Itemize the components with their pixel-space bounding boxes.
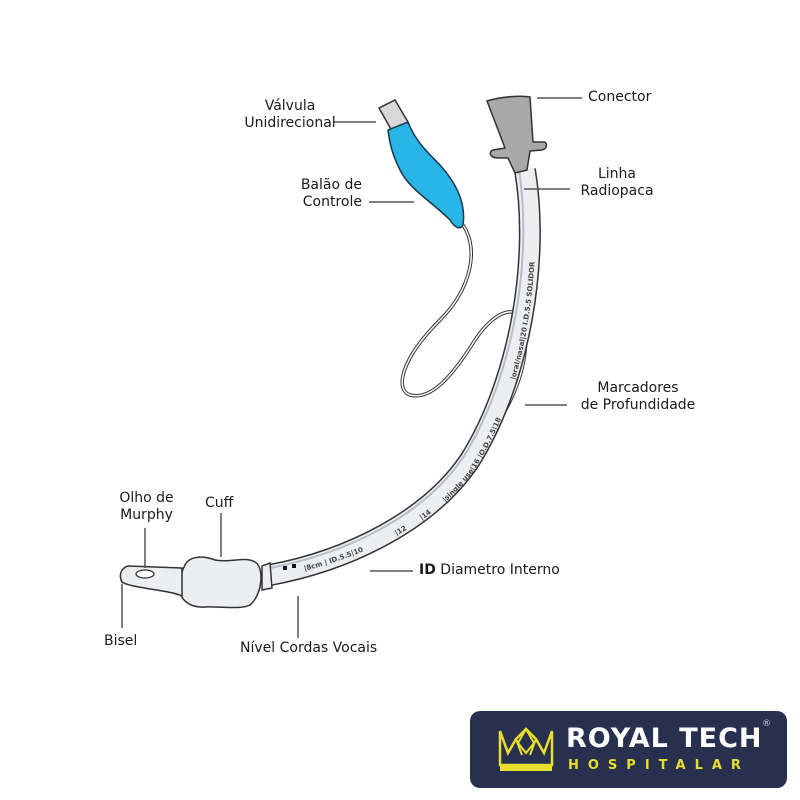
label-id: ID Diametro Interno bbox=[419, 562, 560, 579]
control-balloon bbox=[387, 121, 465, 229]
murphy-eye bbox=[135, 569, 155, 579]
label-nivel: Nível Cordas Vocais bbox=[240, 640, 378, 656]
tube-body bbox=[267, 168, 541, 586]
logo-subtitle: HOSPITALAR bbox=[568, 758, 750, 773]
logo-registered: ® bbox=[762, 719, 771, 729]
label-valvula: Válvula Unidirecional bbox=[235, 98, 345, 132]
label-balao: Balão de Controle bbox=[250, 177, 362, 211]
label-id-text: Diametro Interno bbox=[435, 562, 560, 578]
label-cuff: Cuff bbox=[205, 495, 234, 511]
label-id-bold: ID bbox=[419, 562, 436, 578]
label-balao-line2: Controle bbox=[302, 194, 362, 210]
logo-brand: ROYAL TECH bbox=[566, 723, 763, 754]
label-valvula-line2: Unidirecional bbox=[244, 115, 336, 131]
label-conector: Conector bbox=[588, 89, 652, 105]
connector bbox=[486, 95, 548, 174]
label-linha-line2: Radiopaca bbox=[580, 183, 654, 199]
label-olho-line2: Murphy bbox=[120, 507, 173, 523]
label-olho: Olho de Murphy bbox=[104, 490, 189, 524]
label-valvula-line1: Válvula bbox=[264, 98, 316, 114]
label-balao-line1: Balão de bbox=[300, 177, 362, 193]
vocal-cord-mark bbox=[292, 564, 296, 568]
cuff bbox=[179, 556, 262, 609]
label-marcadores: Marcadores de Profundidade bbox=[568, 380, 708, 414]
radiopaque-line bbox=[269, 169, 525, 569]
royal-tech-logo: ROYAL TECH ® HOSPITALAR bbox=[470, 711, 787, 788]
label-olho-line1: Olho de bbox=[119, 490, 174, 506]
tube-body-fill bbox=[268, 168, 540, 585]
vocal-cord-mark bbox=[283, 566, 287, 570]
label-linha: Linha Radiopaca bbox=[572, 166, 662, 200]
label-bisel: Bisel bbox=[104, 633, 138, 649]
label-marcadores-line1: Marcadores bbox=[597, 380, 679, 396]
pilot-line-inner bbox=[401, 224, 527, 471]
tube-tip-segment bbox=[261, 561, 273, 591]
crown-icon bbox=[498, 726, 554, 771]
label-linha-line1: Linha bbox=[597, 166, 636, 182]
label-marcadores-line2: de Profundidade bbox=[580, 397, 696, 413]
